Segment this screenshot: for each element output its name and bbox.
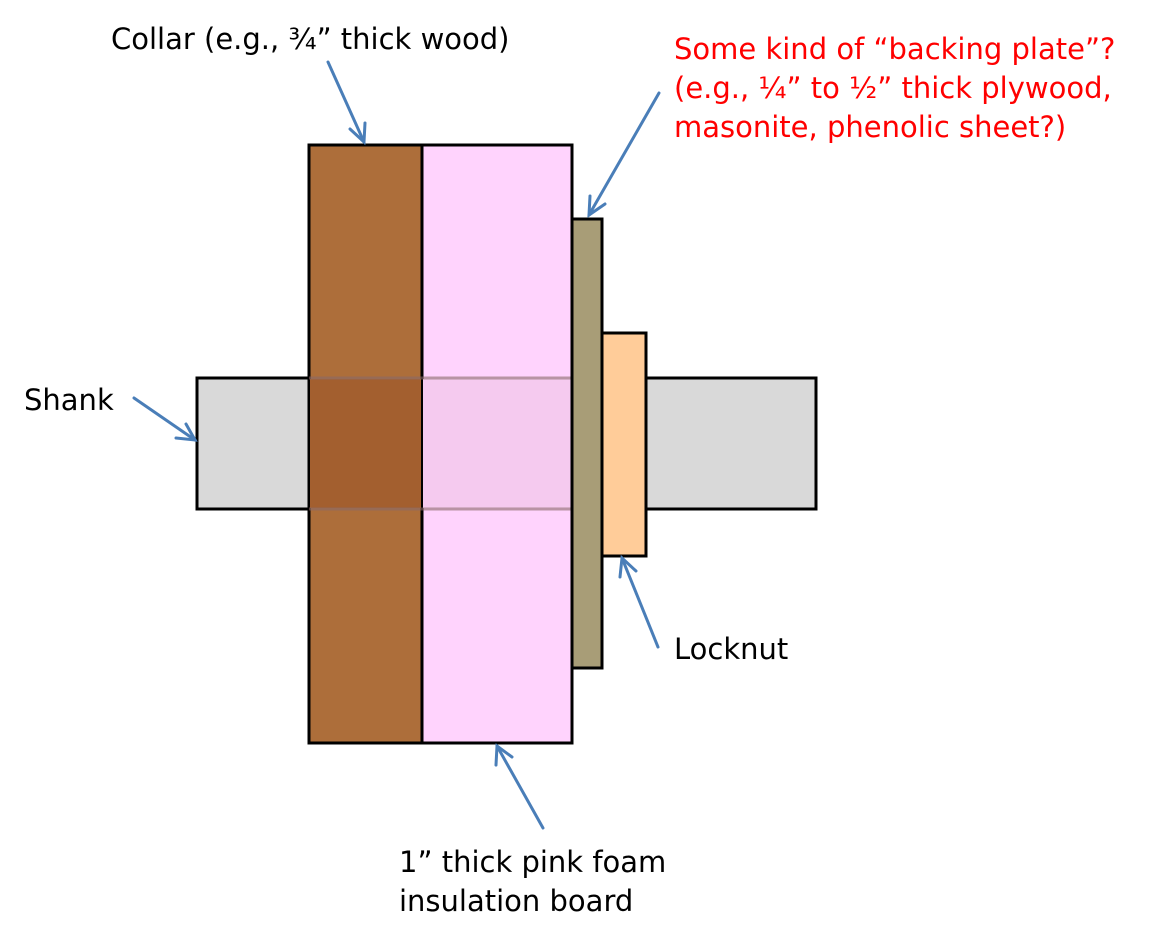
shank-through-foam bbox=[423, 379, 571, 508]
collar-arrow bbox=[326, 60, 367, 146]
backing-plate-label: Some kind of “backing plate”? (e.g., ¼” … bbox=[674, 30, 1115, 147]
backing-plate-block bbox=[570, 217, 604, 670]
locknut-label: Locknut bbox=[674, 632, 789, 666]
shank-label: Shank bbox=[24, 383, 114, 417]
collar-label: Collar (e.g., ¾” thick wood) bbox=[111, 22, 510, 56]
backing-plate-label-line-1: Some kind of “backing plate”? bbox=[674, 32, 1116, 66]
foam-board-arrow bbox=[494, 743, 545, 830]
backing-plate-arrow bbox=[587, 91, 661, 218]
locknut-block bbox=[600, 331, 648, 558]
foam-board-label: 1” thick pink foam insulation board bbox=[399, 843, 666, 921]
shank-arrow bbox=[132, 396, 198, 442]
foam-board-label-line-1: 1” thick pink foam bbox=[399, 845, 667, 879]
shank-right-end bbox=[644, 376, 818, 511]
shank-through-collar bbox=[310, 379, 421, 508]
shank-left-end bbox=[195, 376, 311, 511]
backing-plate-label-line-3: masonite, phenolic sheet?) bbox=[674, 110, 1067, 144]
backing-plate-label-line-2: (e.g., ¼” to ½” thick plywood, bbox=[674, 71, 1112, 105]
foam-board-label-line-2: insulation board bbox=[399, 884, 634, 918]
locknut-arrow bbox=[618, 554, 660, 649]
